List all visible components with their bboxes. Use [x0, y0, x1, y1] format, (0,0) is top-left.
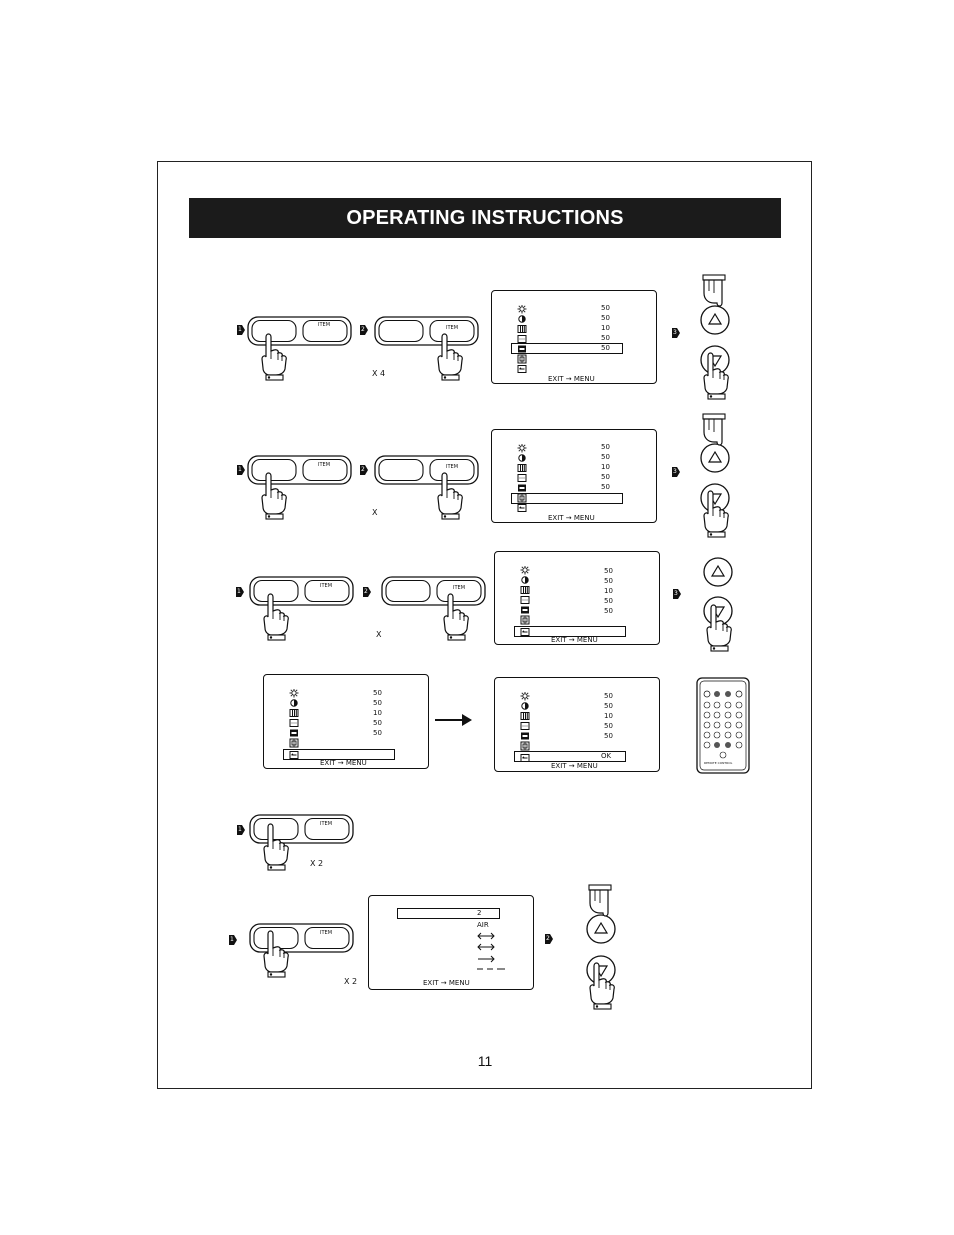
color-value: 10	[604, 712, 613, 720]
tint-value: 50	[604, 722, 613, 730]
arrow-settings-icons	[477, 932, 505, 970]
remote-control-icon	[696, 677, 750, 774]
brightness-value: 50	[604, 692, 613, 700]
sharpness-value: 50	[601, 344, 610, 352]
item-label: ITEM	[446, 464, 459, 470]
selection-highlight	[397, 908, 500, 919]
item-label: ITEM	[446, 325, 459, 331]
contrast-value: 50	[601, 314, 610, 322]
contrast-value: 50	[601, 453, 610, 461]
ok-confirmation: OK	[601, 752, 612, 760]
brightness-value: 50	[604, 567, 613, 575]
remote-button-panel	[249, 576, 354, 606]
osd-channel-screen: 2 AIR EXIT → MENU	[368, 895, 534, 990]
sharpness-value: 50	[604, 607, 613, 615]
tint-value: 50	[373, 719, 382, 727]
press-count: X 2	[344, 977, 358, 986]
step-number: 2	[361, 326, 365, 333]
selection-highlight	[511, 343, 623, 354]
step-number: 3	[674, 590, 678, 597]
exit-menu-hint: EXIT → MENU	[548, 375, 595, 383]
color-value: 10	[601, 463, 610, 471]
hand-press-up	[702, 274, 726, 307]
osd-menu-screen: 50 50 10 50 50 EXIT → MENU	[494, 551, 660, 645]
exit-menu-hint: EXIT → MENU	[423, 979, 470, 987]
item-label: ITEM	[318, 462, 331, 468]
step-number: 2	[361, 466, 365, 473]
sharpness-value: 50	[373, 729, 382, 737]
brightness-value: 50	[373, 689, 382, 697]
osd-menu-screen: 50 50 10 50 50 EXIT → MENU	[491, 429, 657, 523]
up-button	[703, 557, 733, 587]
hand-press-up	[702, 413, 726, 446]
contrast-value: 50	[373, 699, 382, 707]
up-button	[700, 305, 730, 335]
step-number: 2	[546, 935, 550, 942]
exit-menu-hint: EXIT → MENU	[551, 636, 598, 644]
sharpness-value: 50	[604, 732, 613, 740]
step-number: 1	[230, 936, 234, 943]
right-arrow-icon	[435, 714, 472, 726]
remote-button-panel	[374, 316, 479, 346]
contrast-value: 50	[604, 702, 613, 710]
step-number: 3	[673, 468, 677, 475]
remote-button-panel	[381, 576, 486, 606]
sharpness-value: 50	[601, 483, 610, 491]
exit-menu-hint: EXIT → MENU	[320, 759, 367, 767]
press-count: X 4	[372, 369, 386, 378]
selection-highlight	[283, 749, 395, 760]
item-label: ITEM	[453, 585, 466, 591]
air-mode-value: AIR	[477, 921, 489, 929]
remote-button-panel	[249, 814, 354, 844]
hand-press-up	[588, 884, 612, 917]
remote-button-panel	[247, 316, 352, 346]
exit-menu-hint: EXIT → MENU	[551, 762, 598, 770]
press-count: X 2	[310, 859, 324, 868]
selection-highlight	[514, 626, 626, 637]
brightness-value: 50	[601, 443, 610, 451]
color-value: 10	[604, 587, 613, 595]
remote-caption: REMOTE CONTROL	[704, 761, 733, 765]
step-number: 2	[364, 588, 368, 595]
press-count: X	[372, 508, 378, 517]
tint-value: 50	[601, 473, 610, 481]
contrast-value: 50	[604, 577, 613, 585]
exit-menu-hint: EXIT → MENU	[548, 514, 595, 522]
osd-menu-screen: 50 50 10 50 50 OK EXIT → MENU	[494, 677, 660, 772]
tint-value: 50	[604, 597, 613, 605]
selection-highlight	[511, 493, 623, 504]
channel-value: 2	[477, 909, 482, 917]
step-number: 1	[238, 466, 242, 473]
menu-icons	[517, 444, 527, 512]
page-number: 11	[477, 1053, 493, 1069]
item-label: ITEM	[320, 930, 333, 936]
step-number: 1	[238, 826, 242, 833]
remote-button-panel	[374, 455, 479, 485]
osd-menu-screen: 50 50 10 50 50 EXIT → MENU	[263, 674, 429, 769]
tint-value: 50	[601, 334, 610, 342]
remote-button-panel	[249, 923, 354, 953]
color-value: 10	[373, 709, 382, 717]
press-count: X	[376, 630, 382, 639]
page-title: OPERATING INSTRUCTIONS	[189, 198, 781, 238]
up-button	[700, 443, 730, 473]
up-button	[586, 914, 616, 944]
step-number: 1	[237, 588, 241, 595]
item-label: ITEM	[320, 583, 333, 589]
remote-button-panel	[247, 455, 352, 485]
item-label: ITEM	[320, 821, 333, 827]
step-number: 3	[673, 329, 677, 336]
item-label: ITEM	[318, 322, 331, 328]
step-number: 1	[238, 326, 242, 333]
selection-highlight	[514, 751, 626, 762]
brightness-value: 50	[601, 304, 610, 312]
color-value: 10	[601, 324, 610, 332]
page-frame	[157, 161, 812, 1089]
osd-menu-screen: 50 50 10 50 50 EXIT → MENU	[491, 290, 657, 384]
